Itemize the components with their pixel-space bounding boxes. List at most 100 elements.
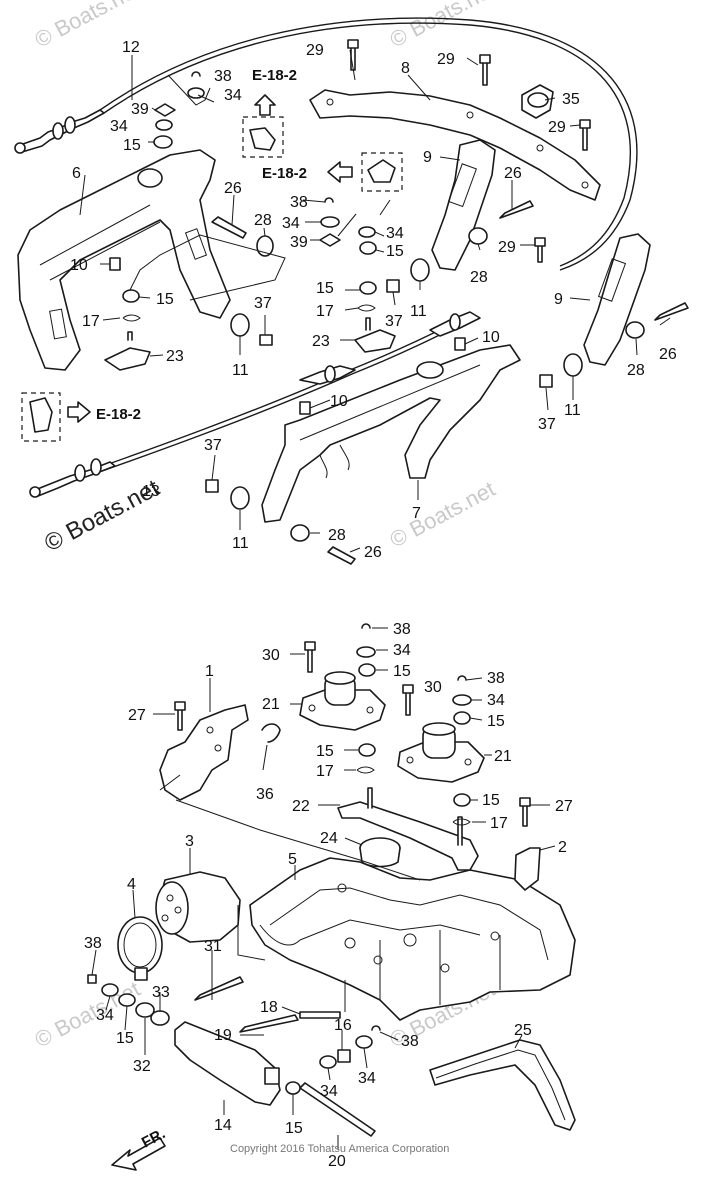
label-38-a: 38 bbox=[214, 68, 232, 85]
ref-box-3: E-18-2 bbox=[21, 392, 141, 442]
label-25: 25 bbox=[514, 1022, 532, 1039]
label-29-d: 29 bbox=[498, 239, 516, 256]
label-21-b: 21 bbox=[494, 748, 512, 765]
label-32: 32 bbox=[133, 1058, 151, 1075]
label-29-b: 29 bbox=[437, 51, 455, 68]
lower-leaders bbox=[91, 627, 556, 1150]
label-29-a: 29 bbox=[306, 42, 324, 59]
label-37-c: 37 bbox=[538, 416, 556, 433]
label-9-a: 9 bbox=[423, 149, 432, 166]
label-27-a: 27 bbox=[128, 707, 146, 724]
label-28-d: 28 bbox=[328, 527, 346, 544]
label-16: 16 bbox=[334, 1017, 352, 1034]
label-38-d: 38 bbox=[487, 670, 505, 687]
ref-box-1: E-18-2 bbox=[242, 67, 297, 158]
part-14-handle bbox=[174, 1021, 281, 1106]
label-34-e: 34 bbox=[393, 642, 411, 659]
part-22-plate bbox=[337, 801, 479, 871]
label-11-c: 11 bbox=[564, 402, 581, 419]
watermark-mid-right: © Boats.net bbox=[386, 476, 500, 552]
part-9-arm-lower bbox=[583, 233, 651, 366]
label-34-b: 34 bbox=[110, 118, 128, 135]
label-5: 5 bbox=[288, 851, 297, 868]
label-15-e: 15 bbox=[393, 663, 411, 680]
upper-labels: 12 29 8 29 35 29 38 34 39 34 15 6 9 26 2… bbox=[70, 39, 677, 561]
label-15-c: 15 bbox=[316, 280, 334, 297]
label-26-b: 26 bbox=[504, 165, 522, 182]
label-15-i: 15 bbox=[116, 1030, 134, 1047]
label-34-f: 34 bbox=[487, 692, 505, 709]
label-12: 12 bbox=[122, 39, 140, 56]
label-34-d: 34 bbox=[386, 225, 404, 242]
label-35: 35 bbox=[562, 91, 580, 108]
label-19: 19 bbox=[214, 1027, 232, 1044]
label-3: 3 bbox=[185, 833, 194, 850]
label-6: 6 bbox=[72, 165, 81, 182]
label-15-a: 15 bbox=[123, 137, 141, 154]
part-2-clip bbox=[514, 847, 541, 891]
label-37-a: 37 bbox=[254, 295, 272, 312]
part-21-housing-a bbox=[299, 671, 386, 731]
label-2: 2 bbox=[558, 839, 567, 856]
label-34-a: 34 bbox=[224, 87, 242, 104]
label-17-d: 17 bbox=[490, 815, 508, 832]
label-14: 14 bbox=[214, 1117, 232, 1134]
part-3-housing bbox=[155, 871, 241, 943]
label-15-b: 15 bbox=[386, 243, 404, 260]
label-18: 18 bbox=[260, 999, 278, 1016]
part-25-belt bbox=[429, 1039, 576, 1131]
label-24: 24 bbox=[320, 830, 338, 847]
lower-labels: 38 30 34 1 15 38 30 34 21 27 15 15 21 17… bbox=[84, 621, 573, 1170]
upper-leaders bbox=[79, 49, 671, 553]
label-33: 33 bbox=[152, 984, 170, 1001]
label-15-j: 15 bbox=[285, 1120, 303, 1137]
label-34-h: 34 bbox=[320, 1083, 338, 1100]
label-23-b: 23 bbox=[166, 348, 184, 365]
label-17-a: 17 bbox=[316, 303, 334, 320]
cable-12 bbox=[14, 17, 638, 271]
label-23-a: 23 bbox=[312, 333, 330, 350]
label-10-c: 10 bbox=[330, 393, 348, 410]
lower-hardware bbox=[87, 623, 531, 1137]
label-22: 22 bbox=[292, 798, 310, 815]
label-31: 31 bbox=[204, 938, 222, 955]
label-37-d: 37 bbox=[204, 437, 222, 454]
label-39-b: 39 bbox=[290, 234, 308, 251]
front-arrow: FR. bbox=[111, 1125, 168, 1171]
label-29-c: 29 bbox=[548, 119, 566, 136]
label-17-c: 17 bbox=[316, 763, 334, 780]
ref-label-1: E-18-2 bbox=[252, 67, 297, 84]
label-17-b: 17 bbox=[82, 313, 100, 330]
label-9-b: 9 bbox=[554, 291, 563, 308]
part-5-frame bbox=[249, 857, 576, 1021]
label-7: 7 bbox=[412, 505, 421, 522]
label-36: 36 bbox=[256, 786, 274, 803]
ref-label-3: E-18-2 bbox=[96, 406, 141, 423]
label-10-b: 10 bbox=[482, 329, 500, 346]
label-11-a: 11 bbox=[410, 303, 427, 320]
part-21-housing-b bbox=[397, 722, 485, 783]
label-28-c: 28 bbox=[627, 362, 645, 379]
part-6-bracket bbox=[17, 149, 231, 371]
label-39-a: 39 bbox=[131, 101, 149, 118]
part-7-bracket bbox=[261, 344, 521, 523]
label-38-b: 38 bbox=[290, 194, 308, 211]
label-4: 4 bbox=[127, 876, 136, 893]
part-8-bracket bbox=[309, 89, 601, 201]
label-15-d: 15 bbox=[156, 291, 174, 308]
ref-label-2: E-18-2 bbox=[262, 165, 307, 182]
label-11-d: 11 bbox=[232, 535, 249, 552]
label-30-b: 30 bbox=[424, 679, 442, 696]
cable-13 bbox=[29, 311, 481, 498]
label-34-c: 34 bbox=[282, 215, 300, 232]
part-4-band bbox=[117, 916, 163, 981]
ref-box-2: E-18-2 bbox=[262, 152, 403, 192]
copyright-text: Copyright 2016 Tohatsu America Corporati… bbox=[230, 1143, 449, 1155]
label-34-g: 34 bbox=[96, 1007, 114, 1024]
label-8: 8 bbox=[401, 60, 410, 77]
label-11-b: 11 bbox=[232, 362, 249, 379]
label-34-i: 34 bbox=[358, 1070, 376, 1087]
label-1: 1 bbox=[205, 663, 214, 680]
label-38-e: 38 bbox=[84, 935, 102, 952]
